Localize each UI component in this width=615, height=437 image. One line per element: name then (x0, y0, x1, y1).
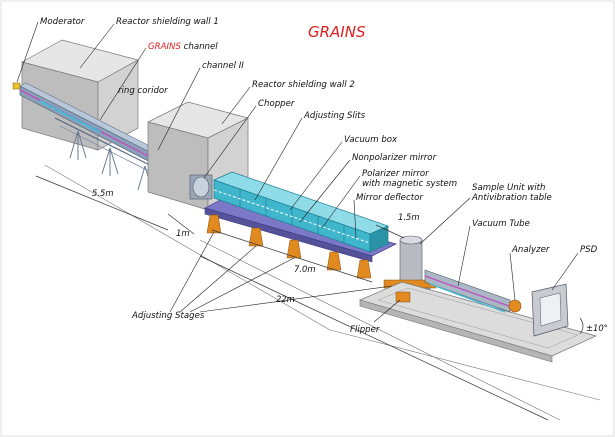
analyzer-leader (509, 252, 516, 301)
psd-detector (531, 283, 569, 337)
adjusting-stage (286, 239, 302, 259)
ground-line (199, 239, 561, 421)
label-polarizer-magnetic: with magnetic system (362, 179, 457, 189)
dim-22m: 22m (199, 255, 549, 421)
diagram-title: GRAINS (308, 23, 366, 41)
dim-1m-line (167, 213, 195, 235)
label-vacuum-tube: Vacuum Tube (472, 219, 530, 229)
nonpolarizer-leader (299, 159, 351, 223)
label-chopper: Chopper (258, 99, 295, 109)
stages-leaders (169, 231, 393, 313)
sample-column-top (399, 235, 423, 245)
label-antivibration-table: Antivibration table (471, 193, 552, 203)
dim-5-5m-label: 5.5m (92, 188, 113, 198)
channel-supports (69, 130, 153, 191)
label-flipper: Flipper (350, 325, 380, 335)
flipper-leader (373, 299, 401, 323)
stages-leader (179, 245, 257, 313)
label-grains-channel-name: GRAINS (148, 42, 181, 52)
flipper-block (395, 291, 411, 303)
label-adjusting-stages: Adjusting Stages (131, 311, 205, 321)
vacuum-box-leader (289, 141, 343, 211)
angle-label: ±10° (586, 323, 608, 333)
wall2-leader (221, 86, 251, 125)
beam-highlight (39, 100, 101, 133)
channel2-leader (157, 67, 201, 151)
label-ring-coridor: ring coridor (118, 86, 168, 96)
table-front (204, 207, 373, 263)
wall1-leader (79, 23, 115, 69)
dim-7-0m-label: 7.0m (294, 264, 315, 274)
vacuum-tube-leader (457, 225, 471, 287)
sample-column (399, 239, 423, 283)
dim-5-5m-line (35, 175, 169, 231)
channel-leader (99, 47, 147, 121)
ground-line (329, 329, 601, 401)
moderator-block (12, 82, 21, 90)
stages-leader (189, 257, 295, 313)
adjusting-stages (206, 214, 372, 279)
dim-22m-label: 22m (276, 294, 295, 304)
platform-front (359, 299, 553, 363)
label-sample-unit: Sample Unit with (472, 183, 545, 193)
chopper (189, 174, 213, 200)
dim-7-0m-line (211, 229, 373, 283)
neutron-beam (213, 189, 371, 244)
label-mirror-deflector: Mirror deflector (356, 193, 423, 203)
dim-7-0m: 7.0m (211, 229, 373, 283)
angle-marker: ±10° (579, 317, 608, 335)
label-reactor-wall-2: Reactor shielding wall 2 (252, 80, 355, 90)
sample-leader (419, 197, 471, 245)
label-analyzer: Analyzer (511, 245, 550, 255)
detector-platform (358, 281, 598, 363)
polarizer-leader (321, 175, 361, 229)
slits-leader (254, 117, 303, 201)
label-nonpolarizer-mirror: Nonpolarizer mirror (352, 153, 437, 163)
dim-1-5m: 1.5m (375, 212, 419, 239)
label-adjusting-slits: Adjusting Slits (303, 111, 366, 121)
chopper-disk (192, 176, 210, 198)
analyzer-body (508, 299, 522, 313)
dim-1m: 1m (167, 213, 195, 238)
label-reactor-wall-1: Reactor shielding wall 1 (116, 17, 219, 27)
label-moderator: Moderator (40, 17, 85, 27)
chopper-leader (203, 105, 257, 179)
adjusting-stage (248, 227, 264, 247)
psd-leader (551, 252, 579, 291)
vacuum-box-end (369, 225, 389, 253)
dim-22m-line (199, 255, 549, 421)
dim-5-5m: 5.5m (35, 175, 169, 231)
dim-1m-label: 1m (176, 228, 190, 238)
moderator-leader (16, 21, 39, 83)
neutron-beam (424, 275, 521, 311)
angle-arc (579, 317, 584, 335)
adjusting-stage (326, 251, 342, 271)
label-vacuum-box: Vacuum box (344, 135, 398, 145)
label-channel-word: channel (184, 42, 219, 52)
label-psd: PSD (580, 245, 598, 255)
adjusting-stage (356, 259, 372, 279)
ground-line (44, 164, 331, 331)
label-polarizer-mirror: Polarizer mirror (362, 169, 429, 179)
vacuum-box (213, 171, 389, 253)
stages-leader (199, 285, 393, 313)
dim-1-5m-label: 1.5m (398, 212, 419, 222)
label-grains-channel: GRAINS channel (148, 42, 218, 52)
dim-1-5m-line (375, 224, 405, 239)
stages-leader (169, 231, 215, 313)
analyzer (508, 299, 522, 313)
vacuum-tube (424, 269, 521, 313)
label-channel-ii: channel II (202, 61, 244, 71)
deflector-leader (353, 199, 357, 239)
beam-highlight (429, 283, 506, 313)
psd-window (539, 292, 562, 327)
